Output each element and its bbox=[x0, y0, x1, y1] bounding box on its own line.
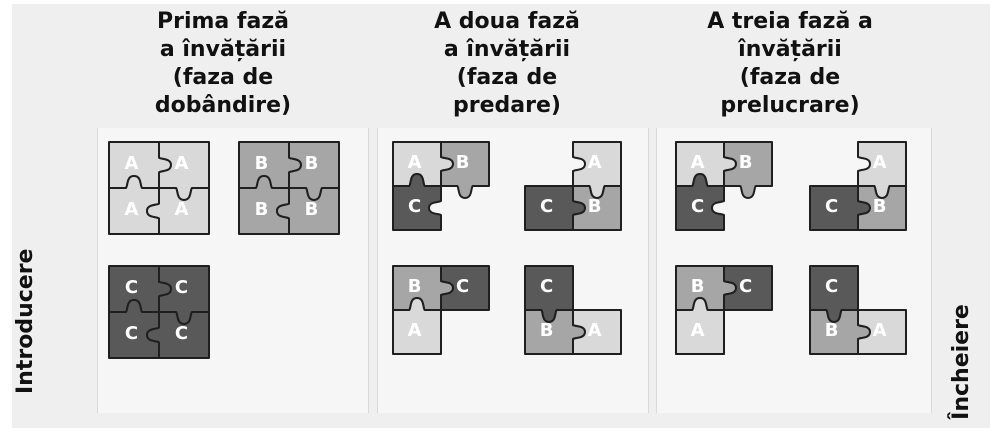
phase-2-heading-line-2: a învățării bbox=[387, 36, 627, 64]
phase-3-heading-line-1: A treia fază a bbox=[670, 8, 910, 36]
phase-1-heading-line-2: a învățării bbox=[103, 36, 343, 64]
phase-2-heading-line-3: (faza de bbox=[387, 64, 627, 92]
phase-3-heading-line-3: (faza de bbox=[670, 64, 910, 92]
phase-3-heading: A treia fază a învățării (faza de preluc… bbox=[670, 8, 910, 120]
phase-1-heading: Prima fază a învățării (faza de dobândir… bbox=[103, 8, 343, 120]
phase-2-heading-line-4: predare) bbox=[387, 92, 627, 120]
conclusion-label: Încheiere bbox=[948, 304, 976, 420]
phase-2-heading: A doua fază a învățării (faza de predare… bbox=[387, 8, 627, 120]
phase-1-heading-line-1: Prima fază bbox=[103, 8, 343, 36]
phase-1-heading-line-3: (faza de bbox=[103, 64, 343, 92]
phase-1-heading-line-4: dobândire) bbox=[103, 92, 343, 120]
phase-3-heading-line-4: prelucrare) bbox=[670, 92, 910, 120]
phase-3-heading-line-2: învățării bbox=[670, 36, 910, 64]
phase-3-panel bbox=[656, 128, 932, 413]
phase-2-panel bbox=[377, 128, 649, 413]
introduction-label: Introducere bbox=[12, 266, 40, 394]
phase-1-panel bbox=[97, 128, 369, 413]
phase-2-heading-line-1: A doua fază bbox=[387, 8, 627, 36]
